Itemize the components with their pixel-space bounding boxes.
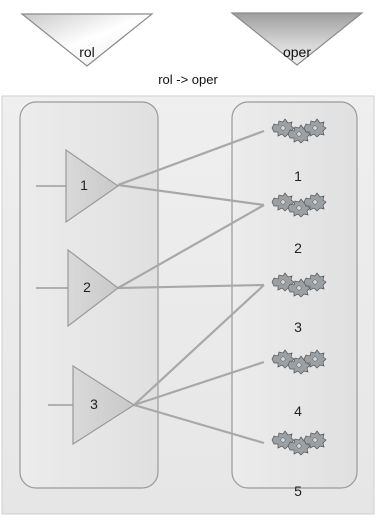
- connection-3-5: [133, 403, 265, 445]
- connection-3-4: [133, 360, 265, 407]
- connection-2-3: [117, 283, 265, 290]
- operation-label-4: 4: [294, 403, 302, 419]
- connection-1-2: [117, 183, 265, 207]
- role-label-3: 3: [90, 396, 98, 412]
- role-triangle-icon: [65, 148, 120, 224]
- operation-label-1: 1: [294, 168, 302, 184]
- operation-label-5: 5: [294, 483, 302, 499]
- operation-label-3: 3: [294, 319, 302, 335]
- role-label-2: 2: [83, 279, 91, 295]
- connection-3-3: [133, 284, 265, 406]
- rol-header-triangle[interactable]: [20, 13, 154, 67]
- role-triangle-icon: [67, 248, 119, 328]
- oper-header-label: oper: [282, 44, 312, 60]
- role-node-2[interactable]: [36, 248, 119, 328]
- role-node-3[interactable]: [48, 364, 136, 446]
- role-triangle-icon: [72, 364, 136, 446]
- connection-2-2: [117, 204, 265, 289]
- connection-1-1: [117, 129, 265, 187]
- connections-group: [117, 129, 265, 445]
- mapping-title: rol -> oper: [158, 72, 218, 87]
- operation-label-2: 2: [294, 240, 302, 256]
- role-node-1[interactable]: [36, 148, 120, 224]
- oper-header-triangle[interactable]: [230, 12, 364, 66]
- role-label-1: 1: [80, 177, 88, 193]
- rol-header-label: rol: [79, 44, 95, 60]
